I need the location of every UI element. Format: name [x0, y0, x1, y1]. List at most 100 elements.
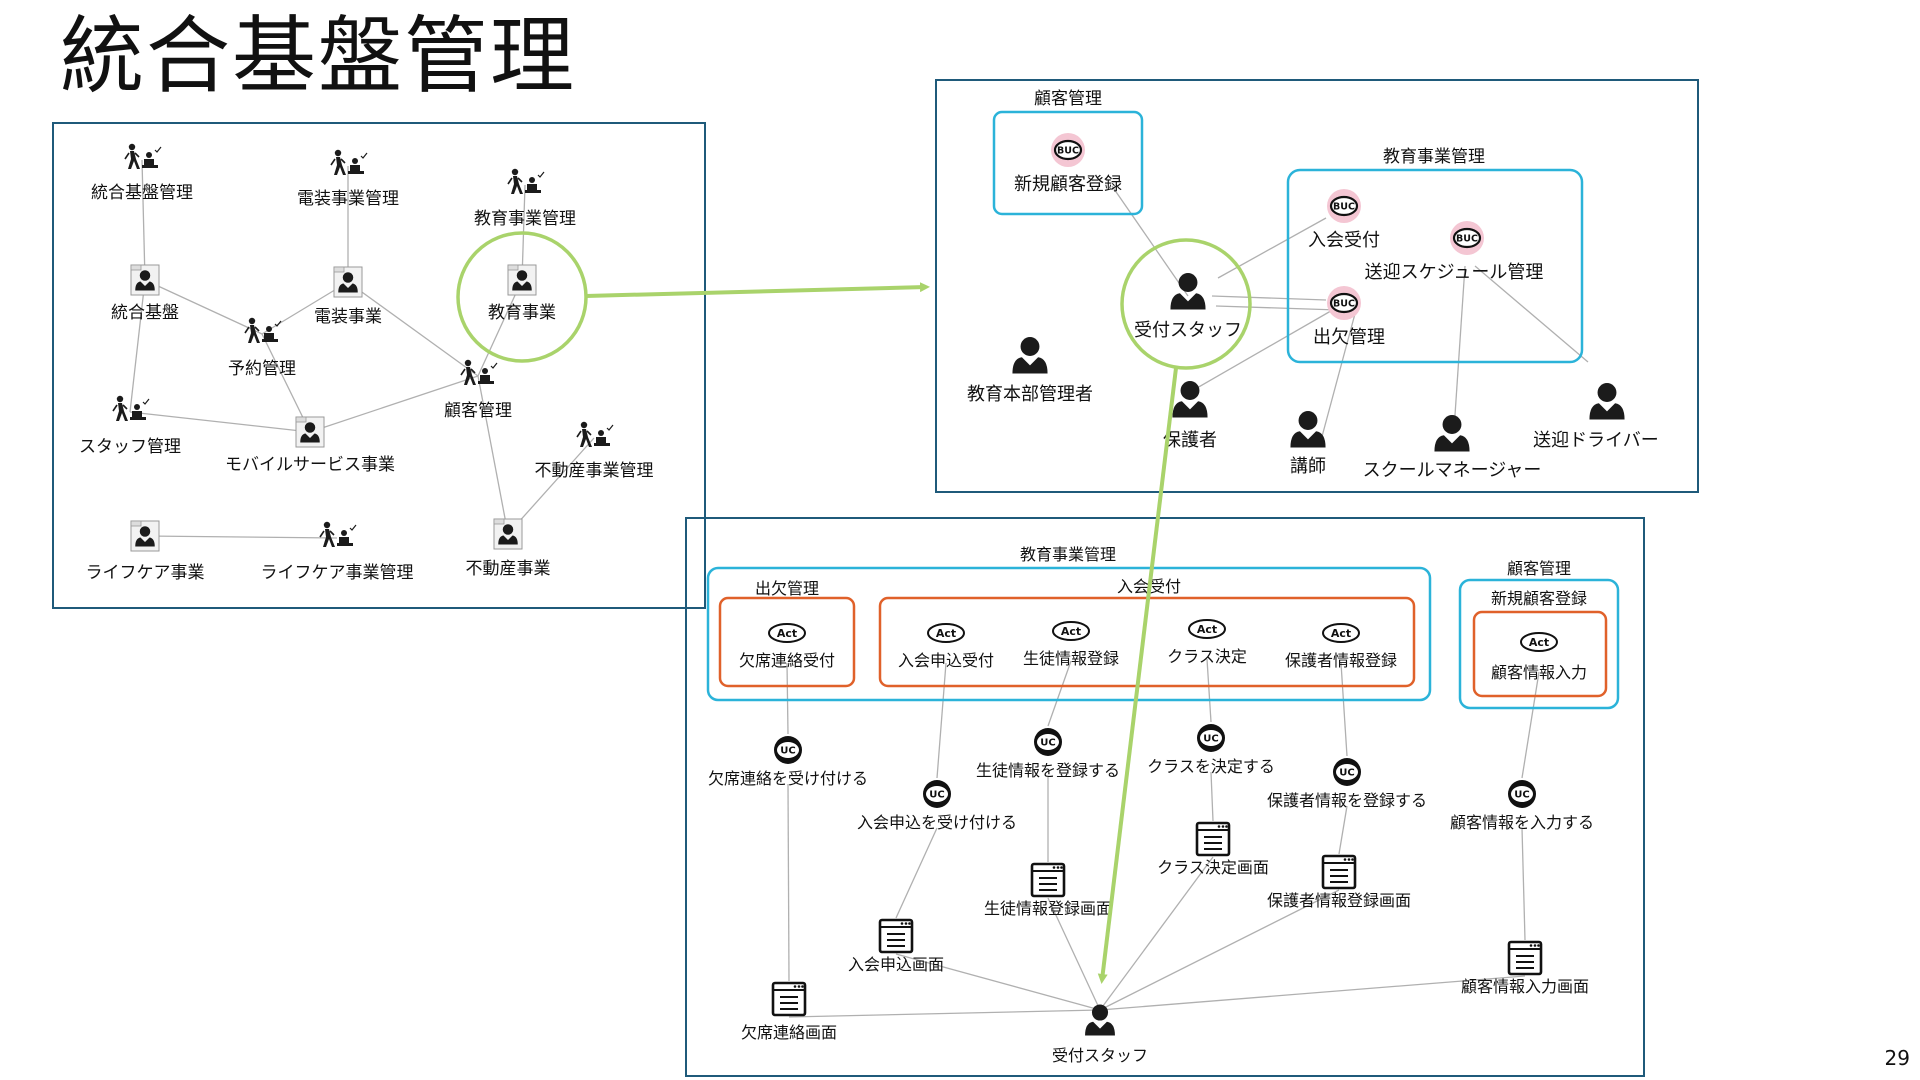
- uc-link-line: [936, 662, 947, 779]
- association-line: [1189, 307, 1337, 393]
- svg-text:BUC: BUC: [1456, 234, 1478, 245]
- uc-badge-hogosha: UC: [1333, 758, 1361, 786]
- group-label-kokyaku: 顧客管理: [1034, 89, 1102, 109]
- business-icon: [295, 416, 325, 448]
- svg-text:BUC: BUC: [1057, 146, 1079, 157]
- association-line: [1474, 265, 1589, 363]
- svg-text:Act: Act: [1529, 636, 1549, 649]
- relation-line: [347, 281, 479, 377]
- actor-link-line: [788, 1009, 1101, 1018]
- buc-label-shinki: 新規顧客登録: [1014, 174, 1122, 195]
- actor-label-hogosha: 保護者: [1163, 430, 1217, 451]
- uc-badge-seito: UC: [1034, 728, 1062, 756]
- buc-label-shukketsu: 出欠管理: [1313, 327, 1385, 348]
- node-label-kyouiku_jigyou_kanri: 教育事業管理: [474, 209, 576, 229]
- actor-icon-hogosha: [1172, 381, 1208, 418]
- group-kyouiku-jigyou-kanri: [1286, 168, 1584, 364]
- screen-label-class: クラス決定画面: [1157, 858, 1269, 877]
- subgroup-shukketsu: [718, 596, 856, 688]
- screen-icon-kesseki: [771, 981, 807, 1017]
- screen-icon-hogosha: [1321, 854, 1357, 890]
- screen-icon-seito: [1030, 862, 1066, 898]
- actor-icon-koushi: [1290, 411, 1326, 448]
- actor-icon-school-manager: [1434, 415, 1470, 452]
- relation-line: [261, 333, 311, 433]
- uc-label-hogosha: 保護者情報を登録する: [1267, 791, 1427, 810]
- relation-line: [144, 535, 338, 539]
- node-label-fudousan_jigyou_kanri: 不動産事業管理: [535, 461, 654, 481]
- uc-label-seito: 生徒情報を登録する: [976, 761, 1120, 780]
- screen-link-line: [1338, 805, 1348, 855]
- buc-badge-nyukai: BUC: [1327, 189, 1361, 223]
- relation-line: [507, 437, 595, 535]
- actor-icon-honbu: [1012, 337, 1048, 374]
- svg-text:BUC: BUC: [1333, 299, 1355, 310]
- actor-label-honbu: 教育本部管理者: [967, 384, 1093, 405]
- screen-link-line: [1210, 771, 1214, 822]
- act-label-seito_touroku: 生徒情報登録: [1023, 649, 1119, 668]
- screen-link-line: [895, 827, 938, 919]
- buc-badge-shinki: BUC: [1051, 133, 1085, 167]
- worker-icon: [507, 168, 545, 194]
- page-number: 29: [1884, 1046, 1910, 1070]
- node-label-tougou_kiban_kanri: 統合基盤管理: [91, 183, 193, 203]
- actor-label-uketsuke: 受付スタッフ: [1134, 320, 1242, 341]
- screen-link-line: [787, 783, 790, 982]
- svg-text:UC: UC: [1203, 734, 1218, 745]
- association-line: [1453, 265, 1466, 431]
- group-label-kyouiku-detail: 教育事業管理: [1020, 545, 1116, 564]
- worker-icon: [319, 521, 357, 547]
- worker-icon: [124, 143, 162, 169]
- page-title: 統合基盤管理: [60, 7, 577, 105]
- uc-link-line: [1340, 662, 1348, 757]
- uc-badge-kesseki: UC: [774, 736, 802, 764]
- actor-link-line: [1099, 975, 1526, 1011]
- svg-text:Act: Act: [777, 627, 797, 640]
- node-label-densou_jigyou: 電装事業: [314, 307, 382, 327]
- business-icon: [130, 520, 160, 552]
- screen-label-kokyaku: 顧客情報入力画面: [1461, 977, 1589, 996]
- association-line: [1215, 305, 1339, 311]
- actor-label-driver: 送迎ドライバー: [1533, 430, 1659, 451]
- screen-link-line: [1521, 827, 1526, 941]
- relation-line: [144, 279, 263, 335]
- act-badge-class_kettei: Act: [1188, 619, 1226, 639]
- relation-line: [477, 279, 523, 377]
- svg-text:Act: Act: [1331, 627, 1351, 640]
- highlight-circle-2: [1120, 238, 1252, 370]
- uc-badge-kokyaku: UC: [1508, 780, 1536, 808]
- uc-link-line: [786, 662, 789, 735]
- node-label-mobile_service: モバイルサービス事業: [225, 455, 395, 475]
- node-label-kokyaku_kanri: 顧客管理: [444, 401, 512, 421]
- act-badge-kesseki_uketsuke: Act: [768, 623, 806, 643]
- relation-line: [477, 375, 509, 535]
- panel-buc-map: [935, 79, 1699, 493]
- svg-text:UC: UC: [1040, 738, 1055, 749]
- subgroup-kokyaku-nyuryoku: [1472, 610, 1608, 698]
- node-label-yoyaku_kanri: 予約管理: [228, 359, 296, 379]
- node-label-lifecare_jigyou_kanri: ライフケア事業管理: [261, 563, 414, 583]
- svg-text:UC: UC: [1514, 790, 1529, 801]
- business-icon: [507, 264, 537, 296]
- relation-line: [141, 159, 146, 281]
- actor-label-uketsuke-detail: 受付スタッフ: [1052, 1046, 1148, 1065]
- act-label-nyukai_moushikomi: 入会申込受付: [898, 651, 994, 670]
- act-label-kesseki_uketsuke: 欠席連絡受付: [739, 651, 835, 670]
- worker-icon: [112, 395, 150, 421]
- buc-badge-sougei: BUC: [1450, 221, 1484, 255]
- subgroup-label-shukketsu: 出欠管理: [755, 579, 819, 598]
- screen-icon-kokyaku: [1507, 940, 1543, 976]
- svg-text:UC: UC: [929, 790, 944, 801]
- panel-uc-map: [685, 517, 1645, 1077]
- actor-link-line: [1099, 856, 1214, 1011]
- svg-text:BUC: BUC: [1333, 202, 1355, 213]
- svg-text:UC: UC: [780, 746, 795, 757]
- screen-icon-class: [1195, 821, 1231, 857]
- association-line: [1111, 185, 1189, 297]
- node-label-staff_kanri: スタッフ管理: [79, 437, 181, 457]
- zoom-arrow-panel2-to-panel3: [1097, 367, 1178, 984]
- screen-label-kesseki: 欠席連絡画面: [741, 1023, 837, 1042]
- business-icon: [333, 266, 363, 298]
- uc-label-kesseki: 欠席連絡を受け付ける: [708, 769, 868, 788]
